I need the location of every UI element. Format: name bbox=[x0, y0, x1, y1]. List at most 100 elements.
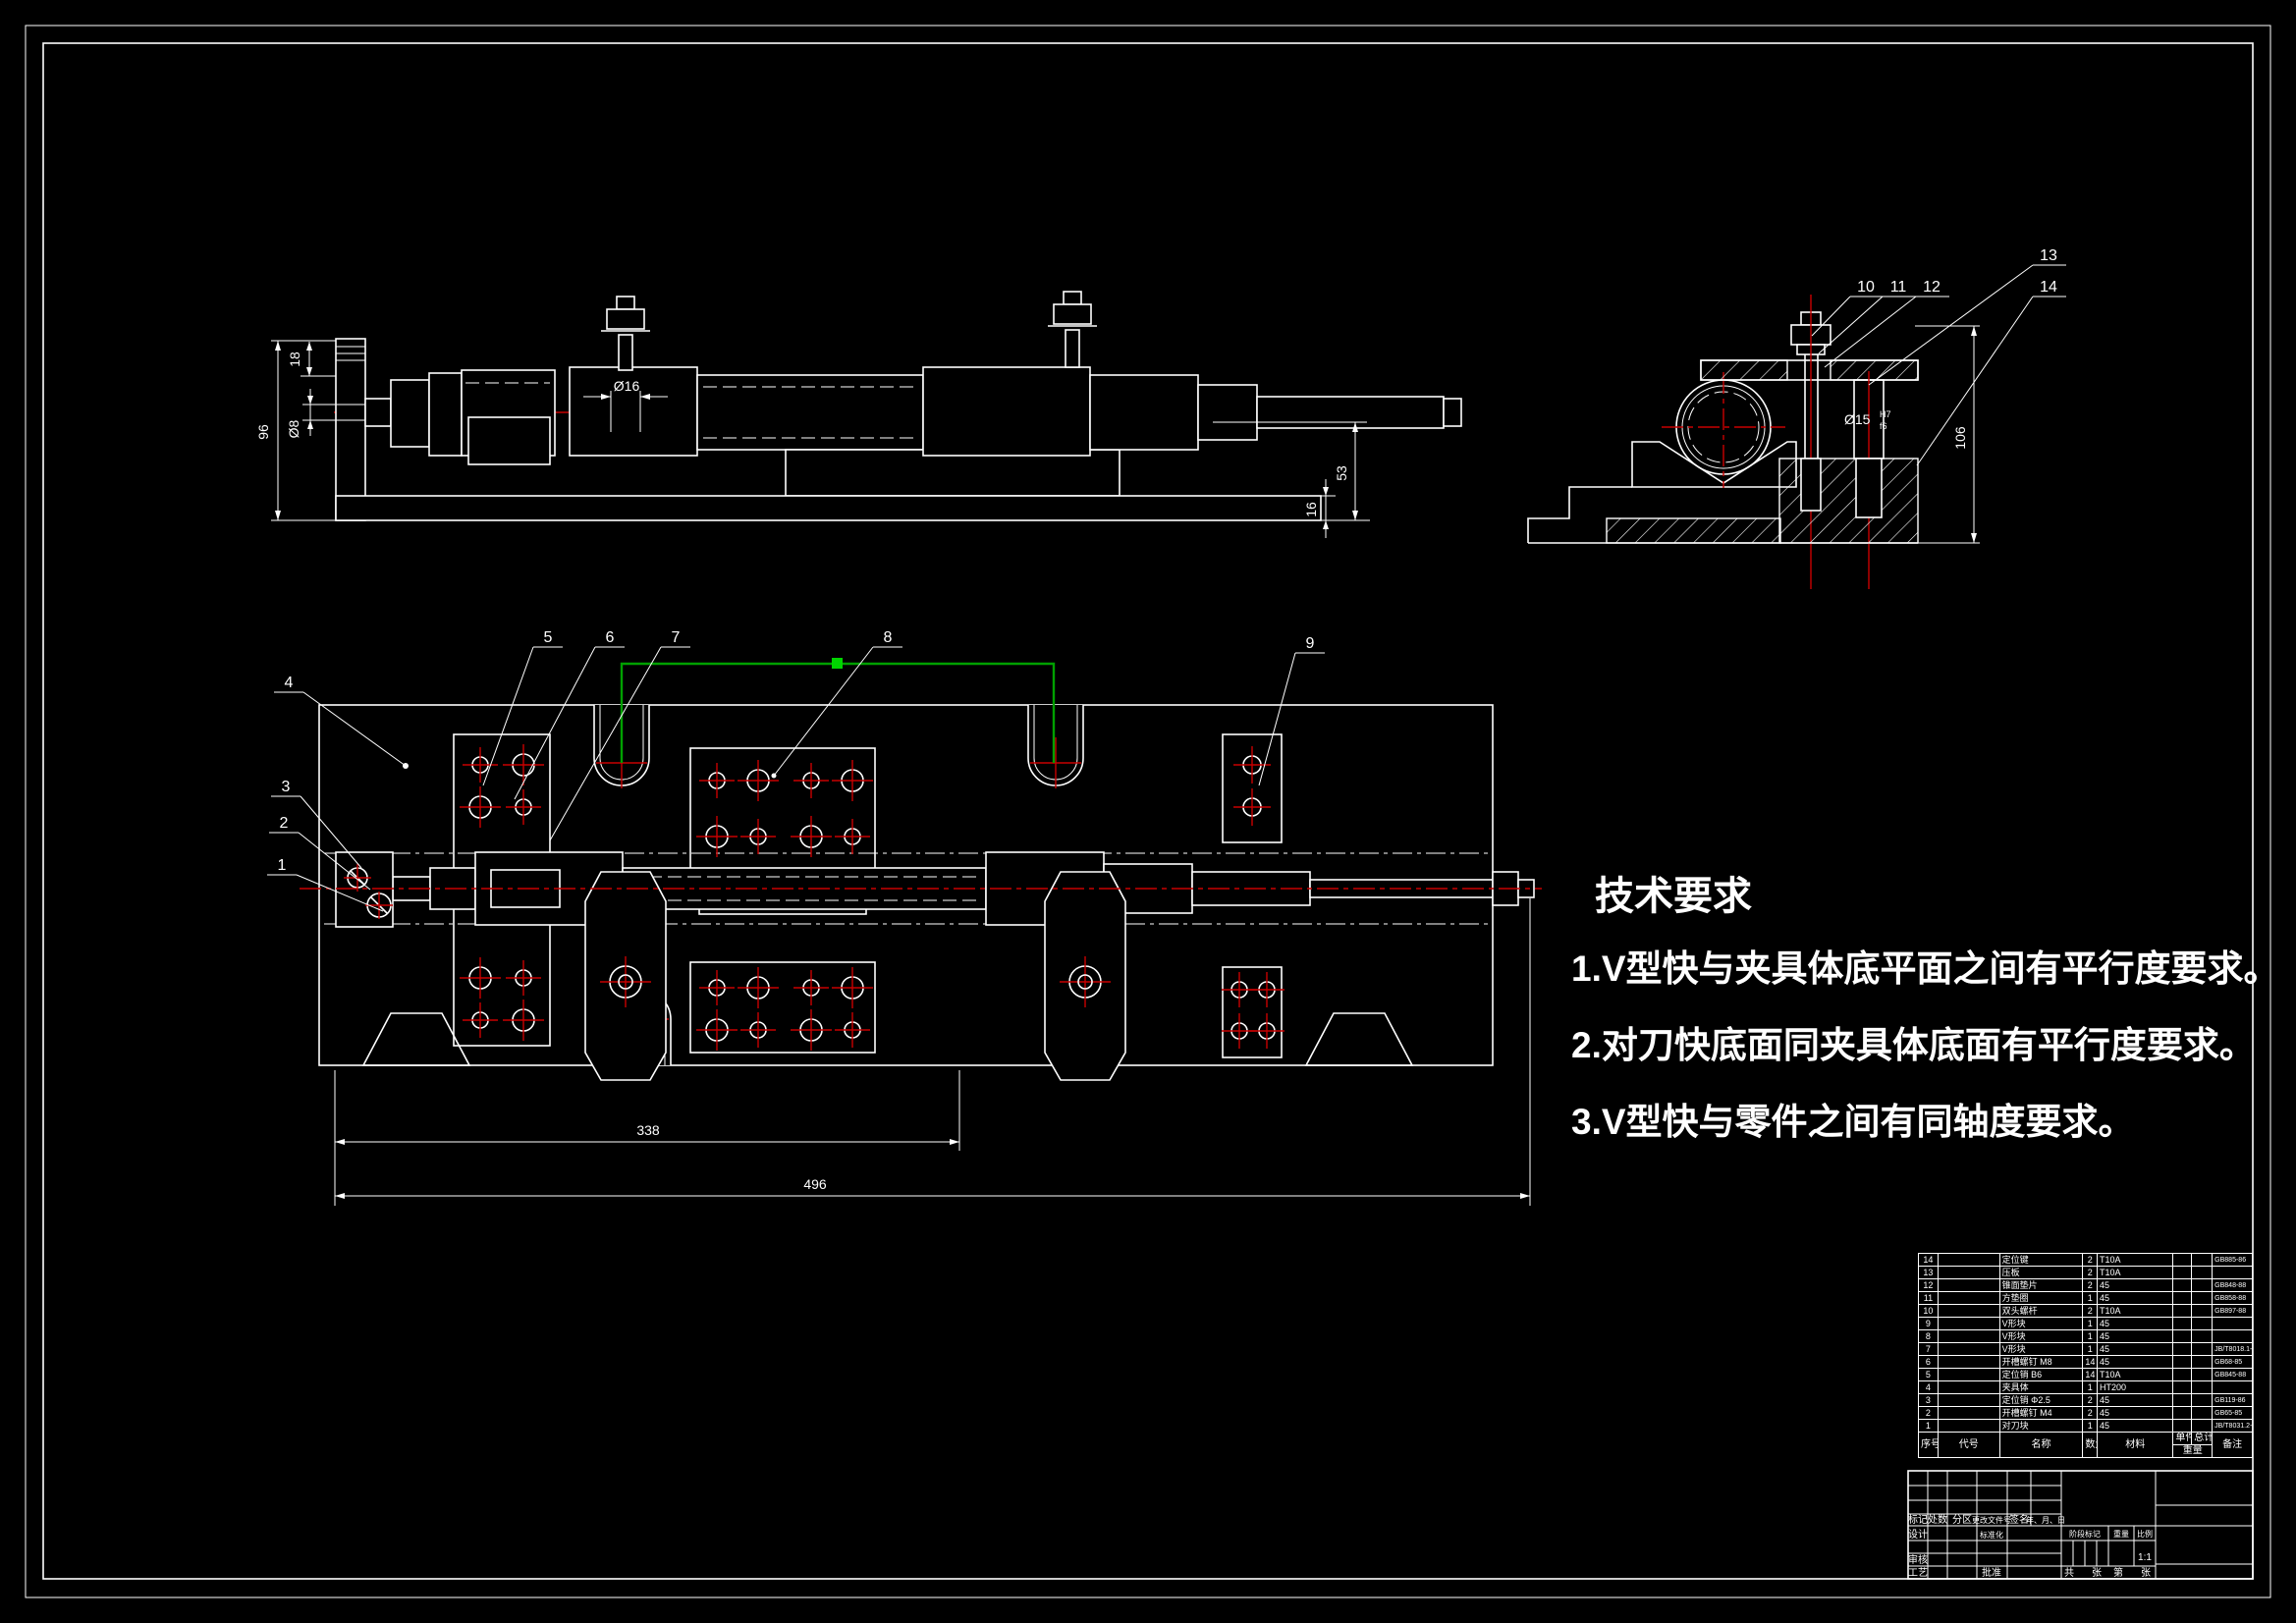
bom-cell-remark: GB65-85 bbox=[2212, 1406, 2253, 1420]
svg-text:Ø16: Ø16 bbox=[614, 378, 640, 394]
front-dim-16: 16 bbox=[1277, 479, 1336, 538]
svg-text:496: 496 bbox=[803, 1176, 827, 1192]
svg-text:106: 106 bbox=[1952, 426, 1968, 450]
bom-cell-material: T10A bbox=[2097, 1253, 2174, 1267]
bom-cell-code bbox=[1937, 1266, 2000, 1279]
bom-cell-remark bbox=[2212, 1266, 2253, 1279]
bom-cell-remark bbox=[2212, 1329, 2253, 1343]
front-dim-96: 96 bbox=[255, 340, 336, 521]
bom-cell-name: V形块 bbox=[1998, 1317, 2084, 1330]
bom-cell-qty: 2 bbox=[2082, 1253, 2099, 1267]
bom-cell-total bbox=[2191, 1291, 2214, 1305]
bom-cell-no: 6 bbox=[1918, 1355, 1939, 1369]
front-base-plate bbox=[335, 495, 1322, 521]
bom-cell-total bbox=[2191, 1355, 2214, 1369]
bom-cell-no: 7 bbox=[1918, 1342, 1939, 1356]
end-callouts: 10 11 12 13 14 bbox=[1811, 247, 2066, 466]
bom-cell-unit bbox=[2172, 1253, 2193, 1267]
bom-cell-name: V形块 bbox=[1998, 1329, 2084, 1343]
bom-cell-name: 定位键 bbox=[1998, 1253, 2084, 1267]
bom-cell-remark: GB885-86 bbox=[2212, 1253, 2253, 1267]
tb-standardize: 标准化 bbox=[1980, 1530, 2003, 1540]
bom-cell-no: 5 bbox=[1918, 1368, 1939, 1381]
bom-cell-qty: 2 bbox=[2082, 1278, 2099, 1292]
bom-cell-no: 13 bbox=[1918, 1266, 1939, 1279]
bom-cell-unit bbox=[2172, 1278, 2193, 1292]
bom-cell-unit bbox=[2172, 1317, 2193, 1330]
bom-cell-qty: 14 bbox=[2082, 1355, 2099, 1369]
bom-cell-unit bbox=[2172, 1291, 2193, 1305]
bom-header-no: 序号 bbox=[1918, 1432, 1939, 1458]
bom-cell-total bbox=[2191, 1419, 2214, 1433]
bom-cell-unit bbox=[2172, 1266, 2193, 1279]
tb-check: 审核 bbox=[1908, 1553, 1928, 1566]
bom-cell-code bbox=[1937, 1419, 2000, 1433]
bom-header-remark: 备注 bbox=[2212, 1432, 2253, 1458]
callout-6: 6 bbox=[606, 629, 615, 646]
hole bbox=[1077, 974, 1093, 990]
bom-cell-qty: 1 bbox=[2082, 1419, 2099, 1433]
bom-cell-no: 2 bbox=[1918, 1406, 1939, 1420]
bom-cell-code bbox=[1937, 1368, 2000, 1381]
bom-cell-material: 45 bbox=[2097, 1291, 2174, 1305]
tb-stage-mark: 阶段标记 bbox=[2069, 1529, 2101, 1539]
bom-cell-unit bbox=[2172, 1368, 2193, 1381]
bom-header-code: 代号 bbox=[1937, 1432, 2000, 1458]
callout-1: 1 bbox=[278, 857, 287, 874]
bom-cell-code bbox=[1937, 1253, 2000, 1267]
bom-cell-unit bbox=[2172, 1406, 2193, 1420]
bom-cell-remark: GB845-88 bbox=[2212, 1368, 2253, 1381]
bom-cell-remark: GB858-88 bbox=[2212, 1291, 2253, 1305]
bom-cell-unit bbox=[2172, 1380, 2193, 1394]
selected-entity[interactable] bbox=[620, 658, 1056, 763]
bom-cell-name: V形块 bbox=[1998, 1342, 2084, 1356]
tb-sheet-a: 张 bbox=[2092, 1567, 2102, 1579]
bom-cell-remark: JB/T8031.2-1999 bbox=[2212, 1419, 2253, 1433]
hole bbox=[618, 974, 633, 990]
svg-text:Ø8: Ø8 bbox=[286, 419, 301, 438]
tb-design: 设计 bbox=[1908, 1528, 1928, 1541]
plan-callouts: 5 6 7 8 9 4 3 2 1 bbox=[267, 629, 1325, 912]
tb-total: 共 bbox=[2064, 1567, 2074, 1579]
bom-cell-qty: 2 bbox=[2082, 1393, 2099, 1407]
bom-cell-material: 45 bbox=[2097, 1342, 2174, 1356]
bom-cell-remark bbox=[2212, 1380, 2253, 1394]
bom-header-row: 序号 代号 名称 数量 材料 单件 总计 备注 bbox=[1918, 1432, 2253, 1458]
bom-cell-name: 方垫圈 bbox=[1998, 1291, 2084, 1305]
bom-cell-unit bbox=[2172, 1355, 2193, 1369]
tb-date: 年、月、日 bbox=[2026, 1515, 2065, 1525]
stud-and-nut bbox=[1790, 295, 1831, 589]
hole-pattern bbox=[460, 744, 1285, 1051]
bom-cell-no: 1 bbox=[1918, 1419, 1939, 1433]
bom-cell-total bbox=[2191, 1329, 2214, 1343]
bom-cell-qty: 14 bbox=[2082, 1368, 2099, 1381]
bom-cell-name: 夹具体 bbox=[1998, 1380, 2084, 1394]
bom-cell-total bbox=[2191, 1368, 2214, 1381]
selection-grip[interactable] bbox=[832, 658, 843, 669]
bom-cell-qty: 1 bbox=[2082, 1291, 2099, 1305]
tech-req-item-3: 3.V型快与零件之间有同轴度要求。 bbox=[1571, 1102, 2135, 1142]
bom-cell-no: 8 bbox=[1918, 1329, 1939, 1343]
bom-cell-code bbox=[1937, 1342, 2000, 1356]
sheet-frame bbox=[25, 25, 2271, 1598]
bom-header-name: 名称 bbox=[1998, 1432, 2084, 1458]
bom-cell-material: 45 bbox=[2097, 1355, 2174, 1369]
bom-cell-unit bbox=[2172, 1393, 2193, 1407]
callout-5: 5 bbox=[544, 629, 553, 646]
bom-cell-unit bbox=[2172, 1329, 2193, 1343]
svg-text:16: 16 bbox=[1303, 502, 1319, 517]
callout-12: 12 bbox=[1923, 279, 1941, 296]
bom-cell-code bbox=[1937, 1291, 2000, 1305]
bom-cell-material: 45 bbox=[2097, 1329, 2174, 1343]
